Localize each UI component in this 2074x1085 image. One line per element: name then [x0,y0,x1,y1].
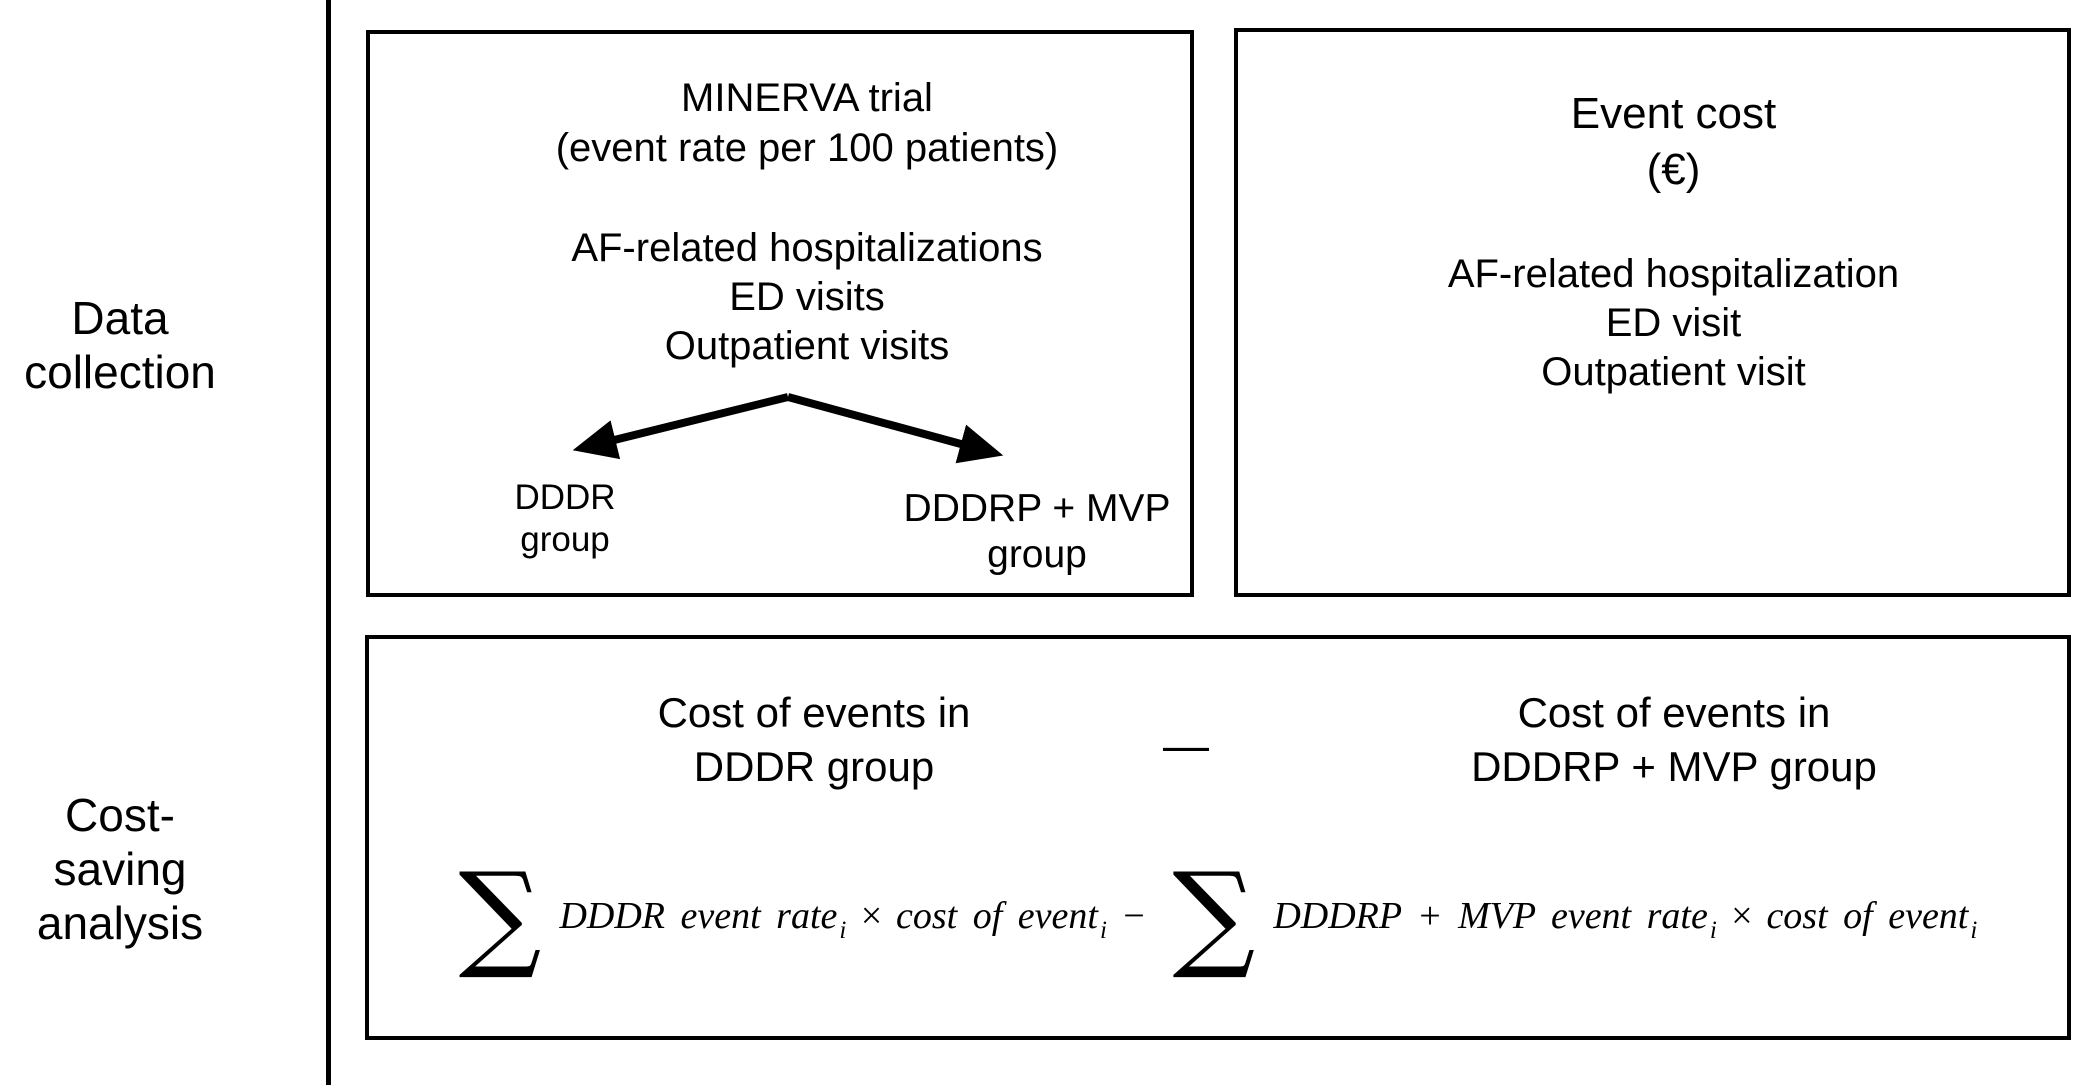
dddrp-mvp-group-label: DDDRP + MVP group [842,486,1232,578]
event-item: AF-related hospitalizations [571,226,1043,270]
formula-times-operator: × [1728,895,1755,937]
cost-saving-formula: ∑ DDDR event rate i × cost of event i − … [369,831,2067,1001]
cost-dddr-term: Cost of events in DDDR group [610,686,1018,794]
group-label-line: DDDRP + MVP [903,487,1171,530]
event-cost-box: Event cost (€) AF-related hospitalizatio… [1234,28,2071,597]
event-item: ED visit [1605,301,1742,345]
row-label-line: Cost-saving [53,789,187,895]
row-divider-line [326,0,331,1085]
formula-subscript: i [1099,917,1107,944]
formula-term-cost: cost of event [1766,895,1969,937]
formula-term-cost: cost of event [896,895,1098,937]
minerva-trial-box: MINERVA trial (event rate per 100 patien… [366,30,1194,597]
summation-icon: ∑ [458,847,542,983]
row-label-cost-saving-analysis: Cost-saving analysis [0,788,240,950]
row-label-data-collection: Data collection [0,291,240,399]
dddr-group-label: DDDR group [481,477,649,561]
event-item: AF-related hospitalization [1447,252,1900,296]
event-item: Outpatient visit [1541,350,1806,394]
formula-times-operator: × [858,895,884,937]
minerva-subtitle-line: (event rate per 100 patients) [555,126,1059,170]
event-cost-title-line: Event cost [1570,89,1777,138]
cost-dddrp-mvp-term: Cost of events in DDDRP + MVP group [1440,686,1908,794]
term-line: DDDR group [693,743,935,790]
minerva-title-line: MINERVA trial [681,76,933,120]
group-label-line: DDDR [514,478,616,517]
summation-icon: ∑ [1172,847,1256,983]
formula-minus-operator: − [1120,895,1147,937]
minerva-box-title: MINERVA trial (event rate per 100 patien… [424,73,1190,173]
term-line: Cost of events in [657,689,971,736]
row-label-line: analysis [36,897,204,949]
group-label-line: group [987,533,1087,576]
event-item: Outpatient visits [664,324,950,368]
formula-term-dddr-rate: DDDR event rate [559,895,838,937]
cost-saving-analysis-box: Cost of events in DDDR group — Cost of e… [365,635,2071,1040]
event-cost-list: AF-related hospitalization ED visit Outp… [1280,250,2067,397]
minus-operator: — [1163,719,1209,771]
formula-subscript: i [839,917,847,944]
event-item: ED visits [729,275,885,319]
split-arrow-icon [572,393,1004,464]
term-line: Cost of events in [1517,689,1831,736]
event-cost-subtitle-line: (€) [1646,145,1701,194]
group-label-line: group [520,520,610,559]
formula-subscript: i [1709,917,1717,944]
minerva-event-list: AF-related hospitalizations ED visits Ou… [424,224,1190,371]
term-line: DDDRP + MVP group [1471,743,1877,790]
formula-subscript: i [1970,917,1978,944]
formula-term-dddrp-mvp-rate: DDDRP + MVP event rate [1273,895,1708,937]
row-label-line: Data [71,292,169,344]
row-label-line: collection [24,346,216,398]
event-cost-box-title: Event cost (€) [1280,86,2067,198]
